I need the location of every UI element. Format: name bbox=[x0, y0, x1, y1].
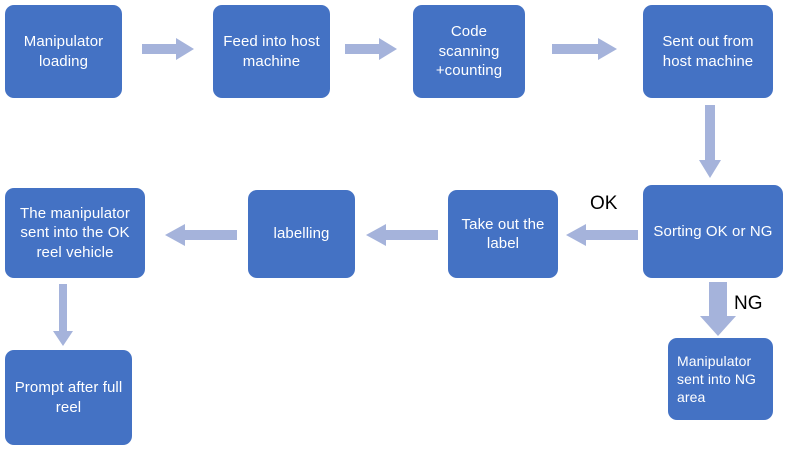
node-manipulator-sent-into-ok-reel-vehicle[interactable]: The manipulator sent into the OK reel ve… bbox=[5, 188, 145, 278]
arrow-sorting-to-take-out-label bbox=[566, 224, 638, 246]
arrow-sent-out-to-sorting bbox=[698, 105, 722, 178]
node-label: The manipulator sent into the OK reel ve… bbox=[20, 204, 130, 261]
arrow-loading-to-feed bbox=[142, 37, 194, 61]
node-label: Manipulator loading bbox=[23, 33, 104, 70]
node-prompt-after-full-reel[interactable]: Prompt after full reel bbox=[5, 350, 132, 445]
node-label: Manipulator sent into NG area bbox=[677, 352, 757, 406]
node-label: Code scanning +counting bbox=[435, 23, 503, 80]
edge-label-ok: OK bbox=[590, 193, 618, 214]
node-manipulator-loading[interactable]: Manipulator loading bbox=[5, 5, 122, 98]
node-label: labelling bbox=[273, 225, 330, 243]
node-code-scanning-counting[interactable]: Code scanning +counting bbox=[413, 5, 525, 98]
arrow-code-scanning-to-sent-out bbox=[552, 37, 617, 61]
arrow-take-out-label-to-labelling bbox=[366, 224, 438, 246]
arrow-labelling-to-ok-reel-vehicle bbox=[165, 224, 237, 246]
node-labelling[interactable]: labelling bbox=[248, 190, 355, 278]
node-feed-into-host-machine[interactable]: Feed into host machine bbox=[213, 5, 330, 98]
node-label: Sent out from host machine bbox=[662, 33, 754, 70]
node-label: Take out the label bbox=[461, 215, 545, 253]
node-sorting-ok-or-ng[interactable]: Sorting OK or NG bbox=[643, 185, 783, 278]
arrow-sorting-to-ng-area bbox=[700, 282, 736, 336]
node-take-out-the-label[interactable]: Take out the label bbox=[448, 190, 558, 278]
node-manipulator-sent-into-ng-area[interactable]: Manipulator sent into NG area bbox=[668, 338, 773, 420]
edge-label-ng: NG bbox=[734, 293, 763, 314]
node-label: Sorting OK or NG bbox=[653, 222, 773, 240]
node-label: Feed into host machine bbox=[223, 33, 320, 70]
node-label: Prompt after full reel bbox=[14, 379, 123, 416]
arrow-feed-to-code-scanning bbox=[345, 37, 397, 61]
arrow-ok-reel-vehicle-to-prompt bbox=[52, 284, 74, 346]
node-sent-out-from-host-machine[interactable]: Sent out from host machine bbox=[643, 5, 773, 98]
